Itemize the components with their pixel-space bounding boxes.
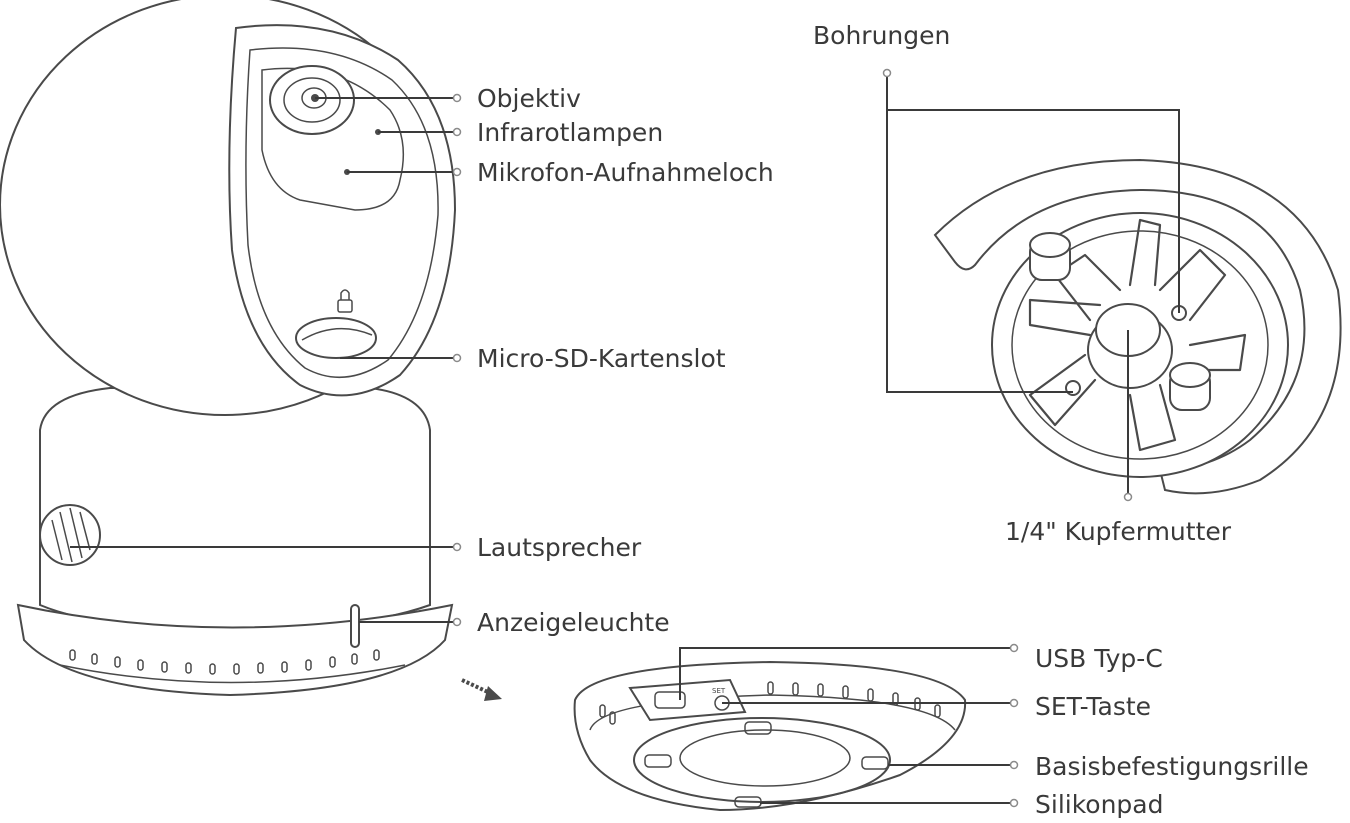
- label-holes: Bohrungen: [813, 21, 950, 50]
- camera-illustration: [0, 0, 455, 695]
- label-pad: Silikonpad: [1035, 790, 1164, 819]
- mount-post: [1170, 363, 1210, 410]
- speaker-grille: [40, 505, 100, 565]
- indicator-light: [351, 605, 359, 647]
- usb-set-block: SET: [630, 680, 745, 720]
- mount-post: [1030, 233, 1070, 280]
- label-microphone: Mikrofon-Aufnahmeloch: [477, 158, 774, 187]
- base-illustration: SET: [575, 662, 966, 810]
- set-mark: SET: [712, 687, 726, 695]
- label-nut: 1/4" Kupfermutter: [1005, 517, 1232, 546]
- mount-illustration: [935, 160, 1341, 493]
- sd-slot: [296, 318, 376, 358]
- label-usb: USB Typ-C: [1035, 644, 1163, 673]
- lens: [270, 66, 354, 134]
- label-groove: Basisbefestigungsrille: [1035, 752, 1309, 781]
- direction-arrow-icon: [462, 680, 502, 701]
- label-ir-lamps: Infrarotlampen: [477, 118, 663, 147]
- label-speaker: Lautsprecher: [477, 533, 642, 562]
- label-set-button: SET-Taste: [1035, 692, 1151, 721]
- camera-base-body: [40, 388, 430, 630]
- label-lens: Objektiv: [477, 84, 581, 113]
- label-sd-slot: Micro-SD-Kartenslot: [477, 344, 726, 373]
- label-indicator: Anzeigeleuchte: [477, 608, 670, 637]
